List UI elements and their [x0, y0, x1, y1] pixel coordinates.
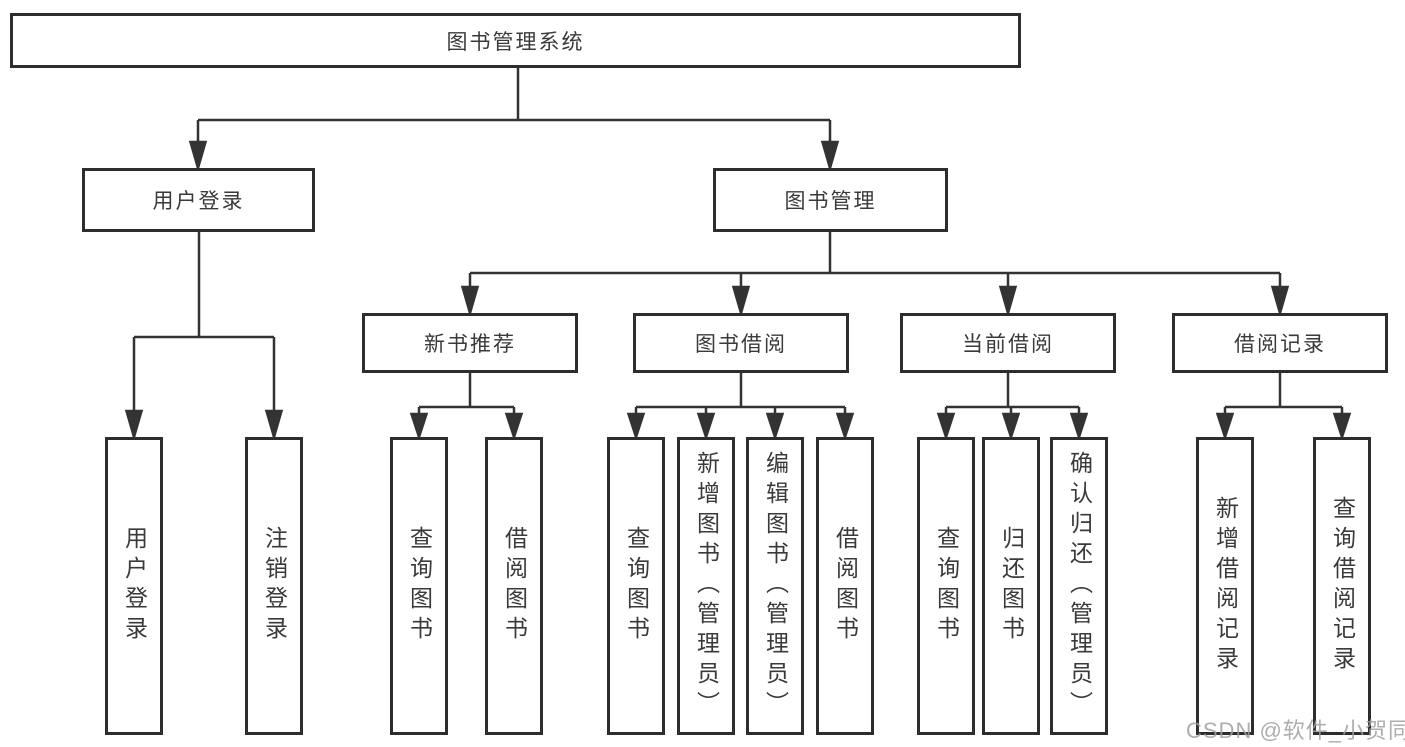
connector-borrow-record-to-leaves: [1215, 371, 1352, 442]
connector-book-management-to-level3: [460, 232, 1290, 318]
connector-user-login-to-leaves: [124, 232, 284, 442]
node-label: 图书管理系统: [446, 30, 585, 54]
leaf-label: 注销登录: [261, 526, 288, 646]
node-label: 借阅记录: [1234, 333, 1326, 356]
leaf-borrow-books-recommend: 借阅图书: [485, 437, 543, 735]
node-label: 新书推荐: [424, 333, 516, 356]
leaf-add-borrow-record: 新增借阅记录: [1196, 437, 1254, 735]
node-current-borrow: 当前借阅: [900, 313, 1116, 373]
node-borrow-record: 借阅记录: [1172, 313, 1388, 373]
connector-new-book-recommend-to-leaves: [409, 371, 524, 442]
leaf-add-book-admin: 新增图书（管理员）: [677, 437, 735, 735]
leaf-label: 编辑图书（管理员）: [762, 451, 789, 721]
leaf-label: 查询借阅记录: [1329, 496, 1356, 676]
leaf-return-book: 归还图书: [982, 437, 1040, 735]
leaf-confirm-return-admin: 确认归还（管理员）: [1050, 437, 1108, 735]
leaf-label: 借阅图书: [832, 526, 859, 646]
node-label: 图书借阅: [695, 333, 787, 356]
connector-root-to-level2: [188, 68, 840, 173]
node-book-management: 图书管理: [713, 168, 948, 232]
leaf-label: 查询图书: [623, 526, 650, 646]
node-user-login: 用户登录: [82, 168, 315, 232]
leaf-label: 查询图书: [933, 526, 960, 646]
node-library-management-system: 图书管理系统: [10, 13, 1021, 68]
leaf-borrow-books: 借阅图书: [816, 437, 874, 735]
connector-current-borrow-to-leaves: [936, 371, 1089, 442]
leaf-user-login: 用户登录: [105, 437, 163, 735]
leaf-label: 新增借阅记录: [1212, 496, 1239, 676]
leaf-label: 归还图书: [998, 526, 1025, 646]
leaf-label: 新增图书（管理员）: [693, 451, 720, 721]
node-label: 用户登录: [152, 190, 245, 213]
leaf-logout: 注销登录: [245, 437, 303, 735]
csdn-watermark: CSDN @软件_小贺同学: [1186, 718, 1405, 743]
leaf-query-books-current: 查询图书: [917, 437, 975, 735]
node-book-borrow: 图书借阅: [633, 313, 849, 373]
connector-book-borrow-to-leaves: [626, 371, 855, 442]
leaf-edit-book-admin: 编辑图书（管理员）: [746, 437, 804, 735]
leaf-label: 借阅图书: [501, 526, 528, 646]
node-label: 当前借阅: [962, 333, 1054, 356]
leaf-query-books-recommend: 查询图书: [390, 437, 448, 735]
leaf-label: 确认归还（管理员）: [1066, 451, 1093, 721]
leaf-label: 查询图书: [406, 526, 433, 646]
leaf-query-books-borrow: 查询图书: [607, 437, 665, 735]
leaf-query-borrow-record: 查询借阅记录: [1313, 437, 1371, 735]
node-new-book-recommend: 新书推荐: [362, 313, 578, 373]
node-label: 图书管理: [784, 190, 877, 213]
leaf-label: 用户登录: [121, 526, 148, 646]
